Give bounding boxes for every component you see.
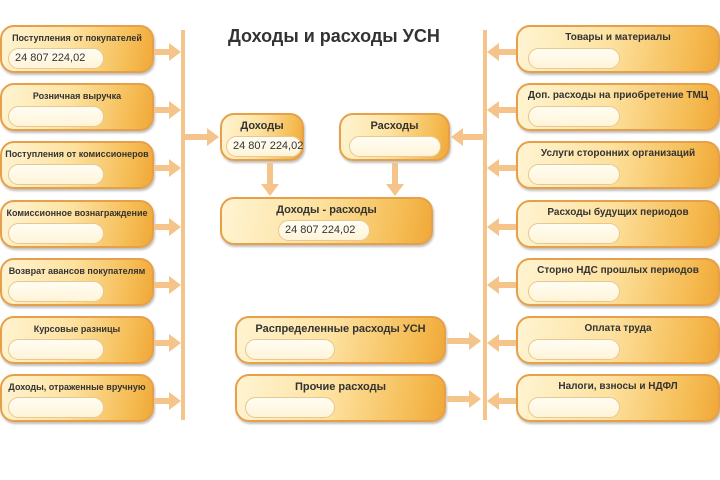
other-expenses-box[interactable]: Прочие расходы: [235, 374, 446, 422]
expense-source-4-label: Расходы будущих периодов: [547, 206, 689, 218]
arrow-to-right-bar: [487, 392, 516, 411]
arrow-to-left-bar: [154, 275, 181, 294]
income-source-1[interactable]: Поступления от покупателей 24 807 224,02: [0, 25, 154, 73]
expense-source-4-value-field[interactable]: [528, 222, 620, 244]
expense-source-6-label: Оплата труда: [584, 323, 652, 334]
expense-source-1-value-field[interactable]: [528, 48, 620, 69]
income-source-5-value-field[interactable]: [8, 280, 104, 302]
expense-source-5[interactable]: Сторно НДС прошлых периодов: [516, 257, 720, 306]
expense-source-4[interactable]: Расходы будущих периодов: [516, 199, 720, 248]
arrow-to-expenses: [451, 128, 483, 146]
income-box-value-field[interactable]: 24 807 224,02: [226, 136, 303, 157]
arrow-to-right-bar: [487, 101, 516, 120]
income-box-label: Доходы: [240, 120, 284, 132]
income-box[interactable]: Доходы 24 807 224,02: [220, 113, 304, 161]
income-source-4-value-field[interactable]: [8, 222, 104, 244]
expense-source-7-value-field[interactable]: [528, 397, 620, 419]
expense-source-3[interactable]: Услуги сторонних организаций: [516, 141, 720, 190]
arrow-to-left-bar: [154, 392, 181, 411]
expense-source-1-label: Товары и материалы: [565, 32, 671, 43]
arrow-to-right-bar: [487, 275, 516, 294]
income-source-6-value-field[interactable]: [8, 339, 104, 360]
expense-source-5-value-field[interactable]: [528, 280, 620, 302]
expense-source-3-label: Услуги сторонних организаций: [540, 148, 696, 160]
income-source-2-label: Розничная выручка: [32, 91, 122, 102]
expense-source-1[interactable]: Товары и материалы: [516, 25, 720, 73]
expenses-box[interactable]: Расходы: [339, 113, 450, 161]
expense-source-7-label: Налоги, взносы и НДФЛ: [558, 381, 678, 393]
expenses-box-value-field[interactable]: [349, 136, 441, 157]
income-source-2[interactable]: Розничная выручка: [0, 83, 154, 132]
expense-source-7[interactable]: Налоги, взносы и НДФЛ: [516, 374, 720, 423]
distributed-expenses-box-label: Распределенные расходы УСН: [255, 323, 426, 335]
income-source-5-label: Возврат авансов покупателям: [8, 265, 146, 276]
income-source-4[interactable]: Комиссионное вознаграждение: [0, 199, 154, 248]
left-connector-bar: [181, 30, 185, 420]
difference-box[interactable]: Доходы - расходы 24 807 224,02: [220, 197, 433, 245]
arrow-to-right-bar: [487, 43, 516, 61]
arrow-to-right-bar: [487, 334, 516, 352]
arrow-to-right-bar: [487, 217, 516, 236]
arrow-to-left-bar: [154, 159, 181, 178]
income-source-7-label: Доходы, отраженные вручную: [8, 382, 146, 393]
arrow-to-left-bar: [154, 334, 181, 352]
income-source-6[interactable]: Курсовые разницы: [0, 316, 154, 364]
income-source-5[interactable]: Возврат авансов покупателям: [0, 257, 154, 306]
income-source-3[interactable]: Поступления от комиссионеров: [0, 141, 154, 190]
distributed-expenses-box-value-field[interactable]: [245, 339, 335, 360]
expenses-box-label: Расходы: [370, 120, 419, 132]
arrow-to-left-bar: [154, 217, 181, 236]
distributed-expenses-box[interactable]: Распределенные расходы УСН: [235, 316, 446, 364]
expense-source-2[interactable]: Доп. расходы на приобретение ТМЦ: [516, 83, 720, 132]
arrow-other-to-bar: [447, 390, 481, 408]
income-source-2-value-field[interactable]: [8, 106, 104, 128]
difference-box-label: Доходы - расходы: [276, 204, 377, 216]
income-source-1-value-field[interactable]: 24 807 224,02: [8, 48, 104, 69]
expense-source-6-value-field[interactable]: [528, 339, 620, 360]
income-source-1-label: Поступления от покупателей: [12, 33, 142, 43]
income-source-6-label: Курсовые разницы: [33, 324, 121, 334]
expense-source-2-label: Доп. расходы на приобретение ТМЦ: [527, 90, 709, 102]
arrow-distributed-to-bar: [447, 332, 481, 350]
other-expenses-box-label: Прочие расходы: [295, 381, 386, 393]
arrow-to-income: [185, 128, 219, 146]
expense-source-3-value-field[interactable]: [528, 164, 620, 186]
income-source-7-value-field[interactable]: [8, 397, 104, 419]
arrow-to-left-bar: [154, 43, 181, 61]
arrow-to-right-bar: [487, 159, 516, 178]
arrow-income-to-difference: [261, 163, 279, 196]
other-expenses-box-value-field[interactable]: [245, 397, 335, 418]
income-source-3-label: Поступления от комиссионеров: [5, 149, 149, 160]
difference-box-value-field[interactable]: 24 807 224,02: [278, 220, 370, 241]
arrow-to-left-bar: [154, 101, 181, 120]
page-title: Доходы и расходы УСН: [228, 26, 440, 46]
expense-source-2-value-field[interactable]: [528, 106, 620, 128]
arrow-expenses-to-difference: [386, 163, 404, 196]
income-source-3-value-field[interactable]: [8, 164, 104, 186]
expense-source-6[interactable]: Оплата труда: [516, 316, 720, 364]
right-connector-bar: [483, 30, 487, 420]
expense-source-5-label: Сторно НДС прошлых периодов: [537, 264, 699, 276]
income-source-4-label: Комиссионное вознаграждение: [6, 207, 148, 218]
income-source-7[interactable]: Доходы, отраженные вручную: [0, 374, 154, 423]
